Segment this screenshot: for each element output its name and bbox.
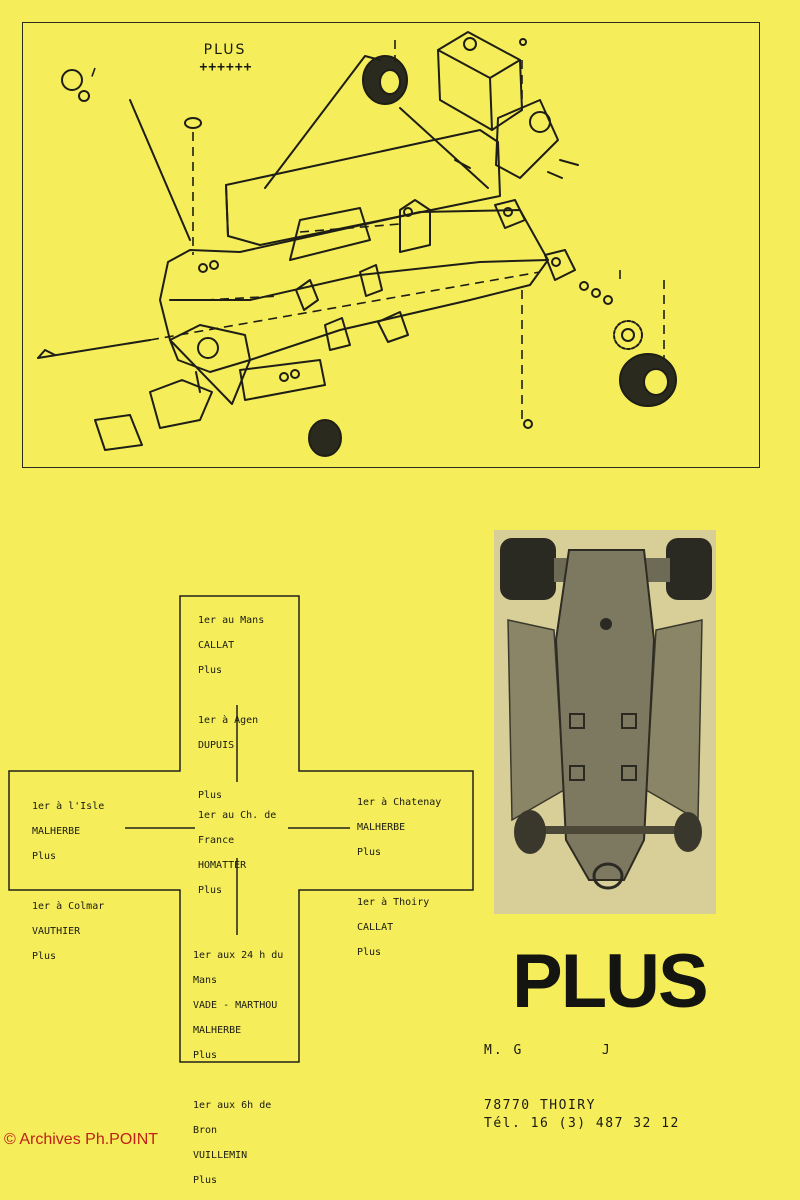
result-line: Plus <box>357 946 382 958</box>
result-line: MALHERBE <box>193 1024 242 1036</box>
guide-tongue <box>169 324 251 373</box>
result-line: Bron <box>193 1124 218 1136</box>
diagram-subtitle: ++++++ <box>199 60 253 75</box>
result-line: 1er au Ch. de <box>198 809 277 821</box>
result-line: Plus <box>32 950 57 962</box>
cross-outline <box>8 595 474 1063</box>
result-line: CALLAT <box>357 921 394 933</box>
axle <box>129 99 191 241</box>
result-line: Plus <box>193 1049 218 1061</box>
result-line: 1er aux 24 h du <box>193 949 284 961</box>
result-line <box>357 872 441 885</box>
result-line: Plus <box>193 1174 218 1186</box>
result-line <box>193 1075 283 1088</box>
chassis-bracket <box>295 279 319 311</box>
result-line: 1er à Colmar <box>32 900 105 912</box>
cable <box>37 339 151 359</box>
exploded-chassis-drawing <box>8 31 677 1063</box>
result-line: DUPUIS <box>198 739 235 751</box>
result-line: VAUTHIER <box>32 925 81 937</box>
result-line: 1er à Thoiry <box>357 896 430 908</box>
result-line: VUILLEMIN <box>193 1149 248 1161</box>
result-line: Mans <box>193 974 218 986</box>
copyright-watermark: © Archives Ph.POINT <box>4 1131 159 1148</box>
chassis-plate <box>159 209 549 405</box>
result-line: Plus <box>198 884 223 896</box>
chassis-bracket <box>359 264 383 297</box>
cross-right-block: 1er à Chatenay MALHERBE Plus 1er à Thoir… <box>357 784 441 972</box>
result-line: VADE - MARTHOU <box>193 999 278 1011</box>
result-line: Plus <box>357 846 382 858</box>
result-line <box>198 765 264 778</box>
motor-bracket <box>495 99 559 179</box>
result-line <box>198 690 264 703</box>
result-line: CALLAT <box>198 639 235 651</box>
front-lower-wheel <box>308 419 342 457</box>
address-block: 78770 THOIRY Tél. 16 (3) 487 32 12 <box>484 1097 680 1133</box>
result-line: Plus <box>32 850 57 862</box>
result-line: 1er au Mans <box>198 614 265 626</box>
result-line: MALHERBE <box>357 821 406 833</box>
result-line: MALHERBE <box>32 825 81 837</box>
result-line: HOMATTER <box>198 859 247 871</box>
cross-bottom-block: 1er aux 24 h du Mans VADE - MARTHOU MALH… <box>193 937 283 1200</box>
cross-top-block: 1er au Mans CALLAT Plus 1er à Agen DUPUI… <box>198 602 264 815</box>
chassis-bracket <box>377 311 409 343</box>
result-line: Plus <box>198 664 223 676</box>
result-line: 1er aux 6h de <box>193 1099 272 1111</box>
guide <box>149 379 213 429</box>
result-line: 1er à Agen <box>198 714 259 726</box>
chassis-photo <box>494 530 716 914</box>
diagram-title: PLUS <box>203 42 247 58</box>
motor <box>437 31 523 131</box>
crown-gear <box>613 320 643 350</box>
result-line: 1er à Chatenay <box>357 796 442 808</box>
result-line <box>32 876 104 889</box>
chassis-bracket <box>324 317 351 351</box>
cross-center-block: 1er au Ch. de France HOMATTER Plus <box>198 797 276 910</box>
phone-line: Tél. 16 (3) 487 32 12 <box>484 1116 680 1131</box>
brand-logo-text: PLUS <box>512 939 709 1024</box>
contact-name: M. G J <box>484 1043 612 1058</box>
result-line: Plus <box>198 789 223 801</box>
diagram-frame <box>22 22 760 468</box>
result-line: 1er à l'Isle <box>32 800 105 812</box>
address-line: 78770 THOIRY <box>484 1098 596 1113</box>
cross-left-block: 1er à l'Isle MALHERBE Plus 1er à Colmar … <box>32 788 104 976</box>
result-line: France <box>198 834 235 846</box>
